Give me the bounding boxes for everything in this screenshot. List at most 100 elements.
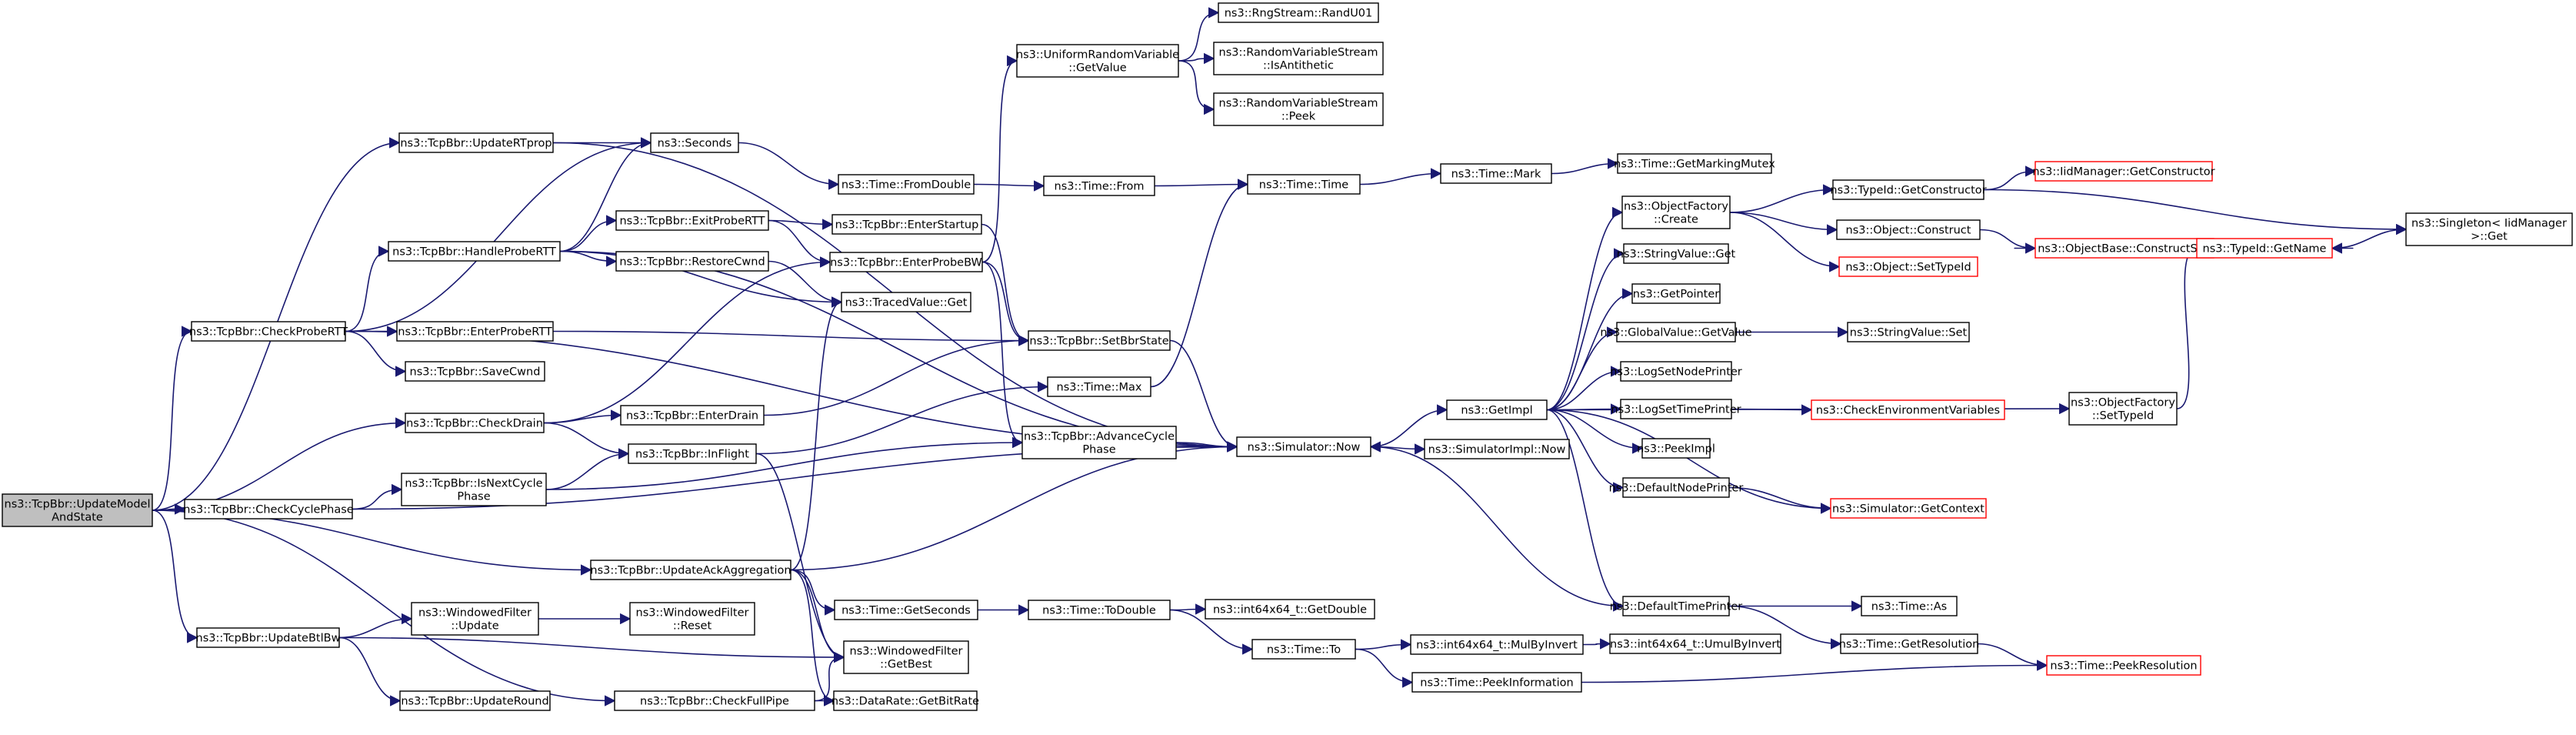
node-peek-info[interactable]: ns3::Time::PeekInformation bbox=[1411, 672, 1582, 693]
node-of-create[interactable]: ns3::ObjectFactory::Create bbox=[1621, 195, 1731, 229]
node-label: ns3::LogSetTimePrinter bbox=[1611, 404, 1741, 416]
node-save-cwnd[interactable]: ns3::TcpBbr::SaveCwnd bbox=[405, 361, 545, 382]
call-edge-timeFrom-to-timeTime bbox=[1154, 179, 1249, 190]
node-box bbox=[1616, 322, 1736, 342]
node-update-ack-agg[interactable]: ns3::TcpBbr::UpdateAckAggregation bbox=[590, 560, 791, 580]
node-time-to[interactable]: ns3::Time::To bbox=[1251, 639, 1356, 660]
node-label: ns3::TcpBbr::CheckProbeRTT bbox=[189, 326, 348, 339]
call-edge-getImpl-to-stringValueGet bbox=[1546, 248, 1625, 411]
node-construct-self[interactable]: ns3::ObjectBase::ConstructSelf bbox=[2034, 238, 2214, 259]
node-log-set-node[interactable]: ns3::LogSetNodePrinter bbox=[1610, 361, 1742, 382]
node-int64-get-double[interactable]: ns3::int64x64_t::GetDouble bbox=[1205, 599, 1375, 620]
node-enter-startup[interactable]: ns3::TcpBbr::EnterStartup bbox=[831, 214, 982, 235]
node-time-peek-res[interactable]: ns3::Time::PeekResolution bbox=[2046, 655, 2201, 676]
node-box bbox=[1622, 477, 1730, 498]
node-of-set-type-id[interactable]: ns3::ObjectFactory::SetTypeId bbox=[2068, 392, 2178, 426]
node-check-cycle-phase[interactable]: ns3::TcpBbr::CheckCyclePhase bbox=[183, 499, 354, 520]
node-time-get-res[interactable]: ns3::Time::GetResolution bbox=[1839, 633, 1980, 654]
call-edge-urvGetValue-to-rngRandU01 bbox=[1178, 7, 1220, 62]
call-edge-checkCyclePhase-to-isNextCyclePhase bbox=[352, 483, 403, 510]
node-label: ns3::TcpBbr::EnterDrain bbox=[626, 410, 758, 423]
node-type-id-get-name[interactable]: ns3::TypeId::GetName bbox=[2196, 238, 2333, 259]
node-label: ns3::DefaultNodePrinter bbox=[1609, 483, 1744, 495]
node-update-btl-bw[interactable]: ns3::TcpBbr::UpdateBtlBw bbox=[196, 627, 341, 648]
node-box bbox=[196, 627, 340, 648]
node-rvs-is-antithetic[interactable]: ns3::RandomVariableStream::IsAntithetic bbox=[1213, 42, 1384, 75]
node-traced-get[interactable]: ns3::TracedValue::Get bbox=[841, 292, 971, 312]
node-update-r-tprop[interactable]: ns3::TcpBbr::UpdateRTprop bbox=[398, 132, 554, 153]
node-check-env-vars[interactable]: ns3::CheckEnvironmentVariables bbox=[1811, 399, 2005, 420]
node-obj-construct[interactable]: ns3::Object::Construct bbox=[1836, 219, 1981, 240]
node-time-max[interactable]: ns3::Time::Max bbox=[1047, 376, 1151, 397]
node-wf-get-best[interactable]: ns3::WindowedFilter::GetBest bbox=[843, 640, 969, 674]
node-iid-get-ctor[interactable]: ns3::IidManager::GetConstructor bbox=[2032, 161, 2215, 182]
call-edge-checkDrain-to-enterProbeBW bbox=[543, 256, 831, 424]
node-time-time[interactable]: ns3::Time::Time bbox=[1247, 174, 1361, 195]
node-in-flight[interactable]: ns3::TcpBbr::InFlight bbox=[628, 443, 757, 464]
node-check-drain[interactable]: ns3::TcpBbr::CheckDrain bbox=[405, 413, 545, 433]
node-umul-by-invert[interactable]: ns3::int64x64_t::UmulByInvert bbox=[1609, 633, 1781, 654]
node-label: ::Peek bbox=[1281, 111, 1316, 123]
node-label: ns3::int64x64_t::MulByInvert bbox=[1416, 640, 1578, 652]
node-rng-rand-u01[interactable]: ns3::RngStream::RandU01 bbox=[1218, 2, 1379, 23]
node-label: ns3::ObjectFactory bbox=[1624, 201, 1728, 213]
node-sim-impl-now[interactable]: ns3::SimulatorImpl::Now bbox=[1424, 439, 1570, 459]
node-enter-probe-b-w[interactable]: ns3::TcpBbr::EnterProbeBW bbox=[829, 252, 983, 272]
node-def-node-printer[interactable]: ns3::DefaultNodePrinter bbox=[1609, 477, 1744, 498]
node-set-bbr-state[interactable]: ns3::TcpBbr::SetBbrState bbox=[1028, 330, 1171, 351]
node-time-get-seconds[interactable]: ns3::Time::GetSeconds bbox=[834, 600, 978, 620]
call-edge-updateAckAgg-to-simNow bbox=[790, 441, 1238, 571]
node-obj-set-type-id[interactable]: ns3::Object::SetTypeId bbox=[1838, 256, 1978, 277]
node-restore-cwnd[interactable]: ns3::TcpBbr::RestoreCwnd bbox=[615, 251, 769, 272]
node-get-bit-rate[interactable]: ns3::DataRate::GetBitRate bbox=[831, 690, 979, 711]
call-edge-handleProbeRTT-to-seconds bbox=[559, 137, 652, 252]
node-sim-now[interactable]: ns3::Simulator::Now bbox=[1236, 436, 1371, 457]
node-wf-reset[interactable]: ns3::WindowedFilter::Reset bbox=[629, 602, 755, 636]
node-log-set-time[interactable]: ns3::LogSetTimePrinter bbox=[1611, 399, 1741, 419]
node-label: ns3::IidManager::GetConstructor bbox=[2032, 166, 2214, 179]
node-mul-by-invert[interactable]: ns3::int64x64_t::MulByInvert bbox=[1410, 634, 1584, 655]
node-def-time-printer[interactable]: ns3::DefaultTimePrinter bbox=[1610, 596, 1742, 616]
node-string-value-set[interactable]: ns3::StringValue::Set bbox=[1847, 322, 1970, 342]
node-label: >::Get bbox=[2471, 231, 2508, 243]
node-get-marking-mutex[interactable]: ns3::Time::GetMarkingMutex bbox=[1614, 153, 1775, 174]
node-check-full-pipe[interactable]: ns3::TcpBbr::CheckFullPipe bbox=[614, 690, 815, 711]
node-enter-probe-r-t-t[interactable]: ns3::TcpBbr::EnterProbeRTT bbox=[396, 321, 554, 342]
node-label: ::Reset bbox=[673, 620, 712, 633]
node-time-from[interactable]: ns3::Time::From bbox=[1043, 175, 1155, 196]
node-box bbox=[2046, 655, 2201, 676]
node-urv-get-value[interactable]: ns3::UniformRandomVariable::GetValue bbox=[1016, 44, 1179, 78]
node-exit-probe-r-t-t[interactable]: ns3::TcpBbr::ExitProbeRTT bbox=[615, 210, 769, 231]
node-time-as[interactable]: ns3::Time::As bbox=[1861, 596, 1958, 616]
node-box bbox=[1621, 195, 1731, 229]
node-singleton-get[interactable]: ns3::Singleton< IidManager>::Get bbox=[2405, 212, 2573, 246]
node-string-value-get[interactable]: ns3::StringValue::Get bbox=[1617, 243, 1736, 264]
node-check-probe-r-t-t[interactable]: ns3::TcpBbr::CheckProbeRTT bbox=[189, 321, 348, 342]
node-type-id-get-ctor[interactable]: ns3::TypeId::GetConstructor bbox=[1830, 179, 1987, 200]
node-time-to-double[interactable]: ns3::Time::ToDouble bbox=[1028, 600, 1171, 620]
node-rvs-peek[interactable]: ns3::RandomVariableStream::Peek bbox=[1213, 92, 1384, 126]
call-edge-urvGetValue-to-rvsPeek bbox=[1178, 60, 1215, 115]
node-enter-drain[interactable]: ns3::TcpBbr::EnterDrain bbox=[620, 405, 765, 426]
node-get-impl[interactable]: ns3::GetImpl bbox=[1446, 399, 1548, 420]
node-peek-impl[interactable]: ns3::PeekImpl bbox=[1637, 438, 1715, 459]
call-edge-getImpl-to-logSetNode bbox=[1546, 366, 1622, 411]
node-from-double[interactable]: ns3::Time::FromDouble bbox=[838, 174, 975, 195]
node-handle-probe-r-t-t[interactable]: ns3::TcpBbr::HandleProbeRTT bbox=[388, 241, 561, 262]
call-edge-root-to-checkDrain bbox=[152, 417, 407, 511]
node-label: ns3::RandomVariableStream bbox=[1219, 98, 1378, 110]
node-sim-get-context[interactable]: ns3::Simulator::GetContext bbox=[1830, 498, 1987, 519]
node-get-pointer[interactable]: ns3::GetPointer bbox=[1631, 283, 1721, 304]
node-box bbox=[405, 361, 545, 382]
node-global-get-value[interactable]: ns3::GlobalValue::GetValue bbox=[1600, 322, 1752, 342]
node-seconds[interactable]: ns3::Seconds bbox=[650, 132, 739, 153]
node-update-round[interactable]: ns3::TcpBbr::UpdateRound bbox=[399, 690, 551, 711]
node-label: ns3::TcpBbr::InFlight bbox=[635, 449, 749, 461]
node-box bbox=[399, 690, 551, 711]
node-box bbox=[1620, 361, 1732, 382]
node-time-mark[interactable]: ns3::Time::Mark bbox=[1440, 163, 1552, 184]
node-wf-update[interactable]: ns3::WindowedFilter::Update bbox=[411, 602, 539, 636]
